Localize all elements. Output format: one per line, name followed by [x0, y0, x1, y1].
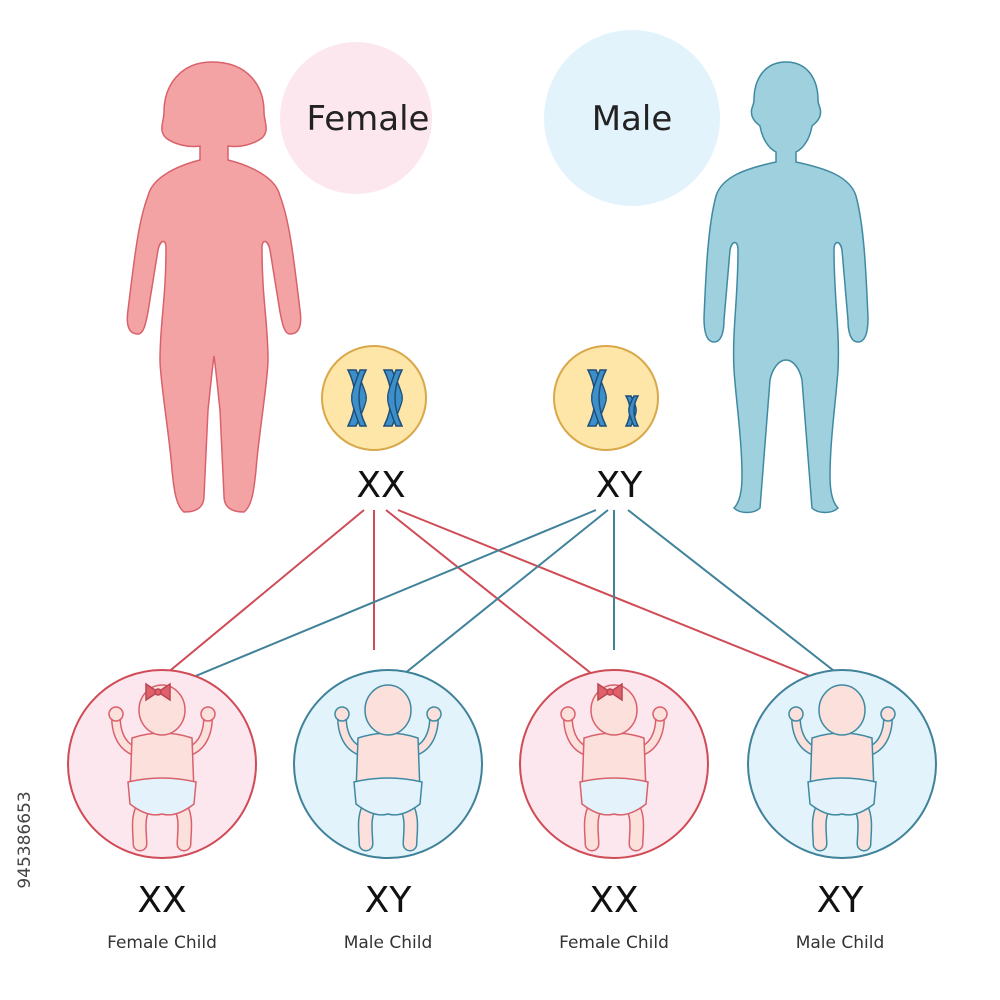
male-label: Male	[592, 99, 673, 139]
child-circle-4	[747, 669, 937, 859]
woman-silhouette	[126, 61, 302, 513]
chromosome-xy-icon	[553, 345, 659, 451]
man-silhouette	[703, 61, 869, 514]
child-code-3: XX	[589, 880, 638, 921]
child-code-4: XY	[817, 880, 865, 921]
baby-girl-icon	[108, 682, 216, 852]
child-caption-1: Female Child	[107, 933, 217, 953]
child-circle-2	[293, 669, 483, 859]
baby-boy-icon	[788, 684, 896, 852]
female-parent-code: XX	[356, 465, 405, 506]
chromosome-xx-icon	[321, 345, 427, 451]
female-inheritance-lines	[165, 509, 821, 681]
child-code-2: XY	[365, 880, 413, 921]
female-label-bubble	[280, 42, 432, 194]
male-parent-code: XY	[596, 465, 644, 506]
child-circle-1	[67, 669, 257, 859]
baby-girl-icon	[560, 682, 668, 852]
baby-boy-icon	[334, 684, 442, 852]
male-label-bubble	[544, 30, 720, 206]
child-caption-2: Male Child	[344, 933, 433, 953]
child-circle-3	[519, 669, 709, 859]
male-inheritance-lines	[185, 509, 839, 681]
female-label: Female	[307, 99, 430, 139]
child-caption-3: Female Child	[559, 933, 669, 953]
child-caption-4: Male Child	[796, 933, 885, 953]
stock-id: 945386653	[15, 791, 35, 888]
child-code-1: XX	[137, 880, 186, 921]
